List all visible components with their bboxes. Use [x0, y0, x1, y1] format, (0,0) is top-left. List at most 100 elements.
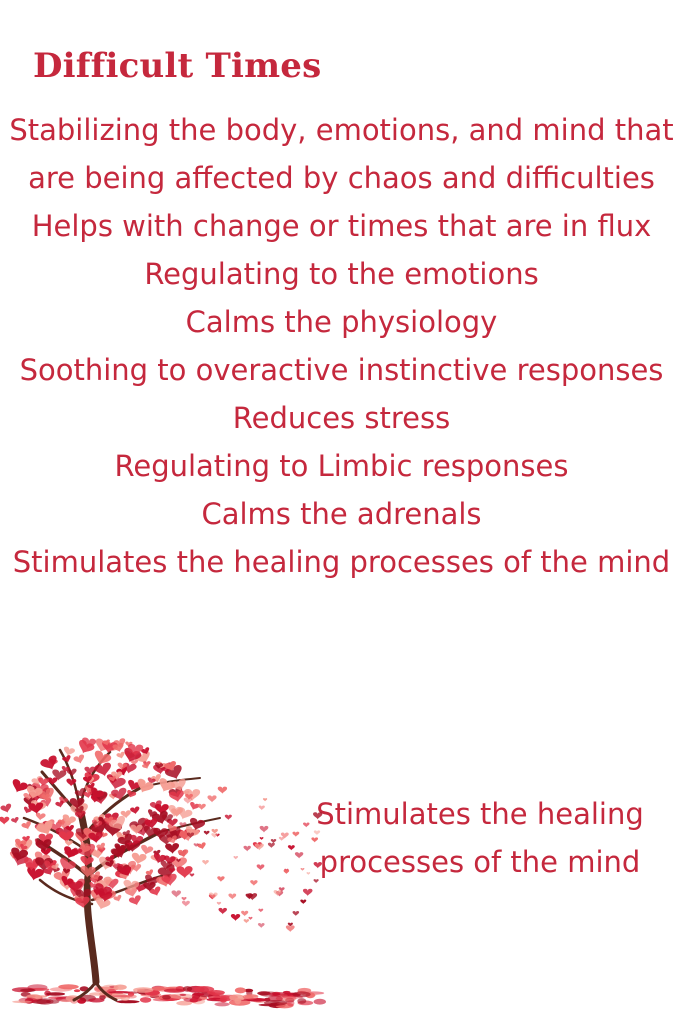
- heart-leaf: [164, 761, 176, 772]
- heart-leaf: [149, 886, 161, 896]
- heart-leaf: [207, 795, 217, 803]
- heart-leaf: [302, 888, 313, 897]
- heart-leaf: [181, 896, 187, 901]
- heart-leaf: [168, 868, 176, 874]
- heart-leaf: [62, 755, 71, 763]
- heart-leaf: [96, 842, 105, 851]
- heart-leaf: [313, 812, 323, 820]
- heart-leaf: [112, 742, 124, 753]
- heart-leaf: [169, 790, 184, 803]
- heart-leaf: [177, 849, 189, 858]
- heart-leaf: [82, 737, 97, 749]
- heart-leaf: [217, 786, 228, 794]
- heart-leaf: [27, 866, 44, 881]
- heart-leaf: [303, 822, 310, 828]
- heart-leaf: [91, 787, 105, 799]
- heart-leaf: [128, 895, 141, 906]
- heart-leaf: [149, 800, 162, 811]
- heart-leaf: [108, 775, 116, 782]
- heart-leaf: [167, 824, 177, 833]
- ground-petal: [287, 1000, 295, 1007]
- heart-leaf: [38, 777, 49, 787]
- ground-petal: [133, 987, 154, 993]
- heart-leaf: [64, 846, 79, 859]
- heart-leaf: [142, 762, 150, 769]
- heart-leaf: [51, 863, 59, 870]
- heart-leaf: [130, 824, 143, 835]
- list-item: Soothing to overactive instinctive respo…: [19, 353, 664, 387]
- heart-leaf: [300, 867, 305, 871]
- heart-leaf: [165, 843, 180, 855]
- heart-leaf: [63, 746, 75, 756]
- list-item: Calms the physiology: [185, 305, 498, 339]
- benefits-list: Stabilizing the body, emotions, and mind…: [8, 106, 675, 586]
- heart-leaf: [67, 880, 83, 893]
- heart-leaf: [123, 879, 140, 893]
- heart-leaf: [37, 821, 52, 833]
- heart-leaf: [257, 922, 265, 929]
- heart-leaf: [160, 860, 173, 871]
- heart-leaf: [161, 873, 177, 887]
- heart-leaf: [179, 822, 187, 828]
- heart-leaf: [62, 814, 76, 826]
- heart-leaf: [287, 922, 293, 927]
- heart-leaf: [211, 828, 218, 834]
- heart-leaf: [267, 842, 275, 849]
- heart-leaf: [168, 805, 184, 818]
- heart-leaf: [153, 849, 161, 856]
- heart-leaf: [66, 768, 77, 777]
- heart-leaf: [40, 755, 57, 770]
- ground-petal: [163, 988, 185, 993]
- heart-leaf: [120, 810, 131, 819]
- heart-leaf: [313, 879, 319, 884]
- heart-leaf: [75, 889, 92, 902]
- ground-petal: [193, 986, 215, 993]
- heart-leaf: [181, 900, 190, 907]
- heart-leaf: [52, 769, 67, 781]
- ground-petal: [12, 1000, 32, 1004]
- heart-leaf: [186, 832, 195, 839]
- heart-leaf: [287, 845, 295, 851]
- ground-petal: [113, 984, 127, 990]
- heart-leaf: [171, 890, 182, 898]
- ground-petal: [169, 993, 193, 999]
- heart-leaf: [128, 744, 144, 756]
- heart-leaf: [11, 816, 19, 824]
- heart-leaf: [74, 788, 86, 798]
- ground-petal: [20, 988, 36, 992]
- ground-petal: [182, 986, 193, 992]
- heart-leaf: [216, 901, 222, 906]
- heart-leaf: [164, 855, 176, 865]
- list-item: Stimulates the healing processes of the …: [12, 545, 671, 579]
- ground-petal: [179, 993, 187, 996]
- heart-leaf: [141, 747, 150, 755]
- heart-leaf: [124, 843, 135, 852]
- heart-leaf: [203, 830, 210, 836]
- heart-leaf: [26, 785, 43, 800]
- heart-leaf: [88, 832, 103, 844]
- ground-petal: [207, 990, 225, 996]
- ground-petal: [292, 991, 311, 998]
- heart-leaf: [245, 893, 254, 900]
- ground-petal: [272, 992, 281, 996]
- heart-leaf: [104, 816, 114, 824]
- ground-petal: [45, 992, 66, 996]
- heart-leaf: [185, 793, 193, 800]
- heart-leaf: [284, 868, 289, 873]
- heart-leaf: [190, 801, 200, 811]
- heart-leaf: [208, 892, 218, 900]
- heart-leaf: [183, 797, 193, 805]
- heart-leaf: [73, 754, 85, 764]
- heart-leaf: [41, 793, 50, 801]
- heart-leaf: [130, 834, 144, 846]
- heart-leaf: [278, 887, 285, 892]
- heart-leaf: [258, 805, 265, 811]
- heart-leaf: [130, 806, 140, 815]
- ground-petal: [234, 987, 246, 994]
- ground-petal: [297, 998, 307, 1004]
- ground-petal: [242, 994, 259, 1000]
- heart-leaf: [15, 838, 27, 849]
- heart-leaf: [80, 856, 94, 867]
- heart-leaf: [47, 777, 58, 786]
- heart-leaf: [161, 814, 173, 824]
